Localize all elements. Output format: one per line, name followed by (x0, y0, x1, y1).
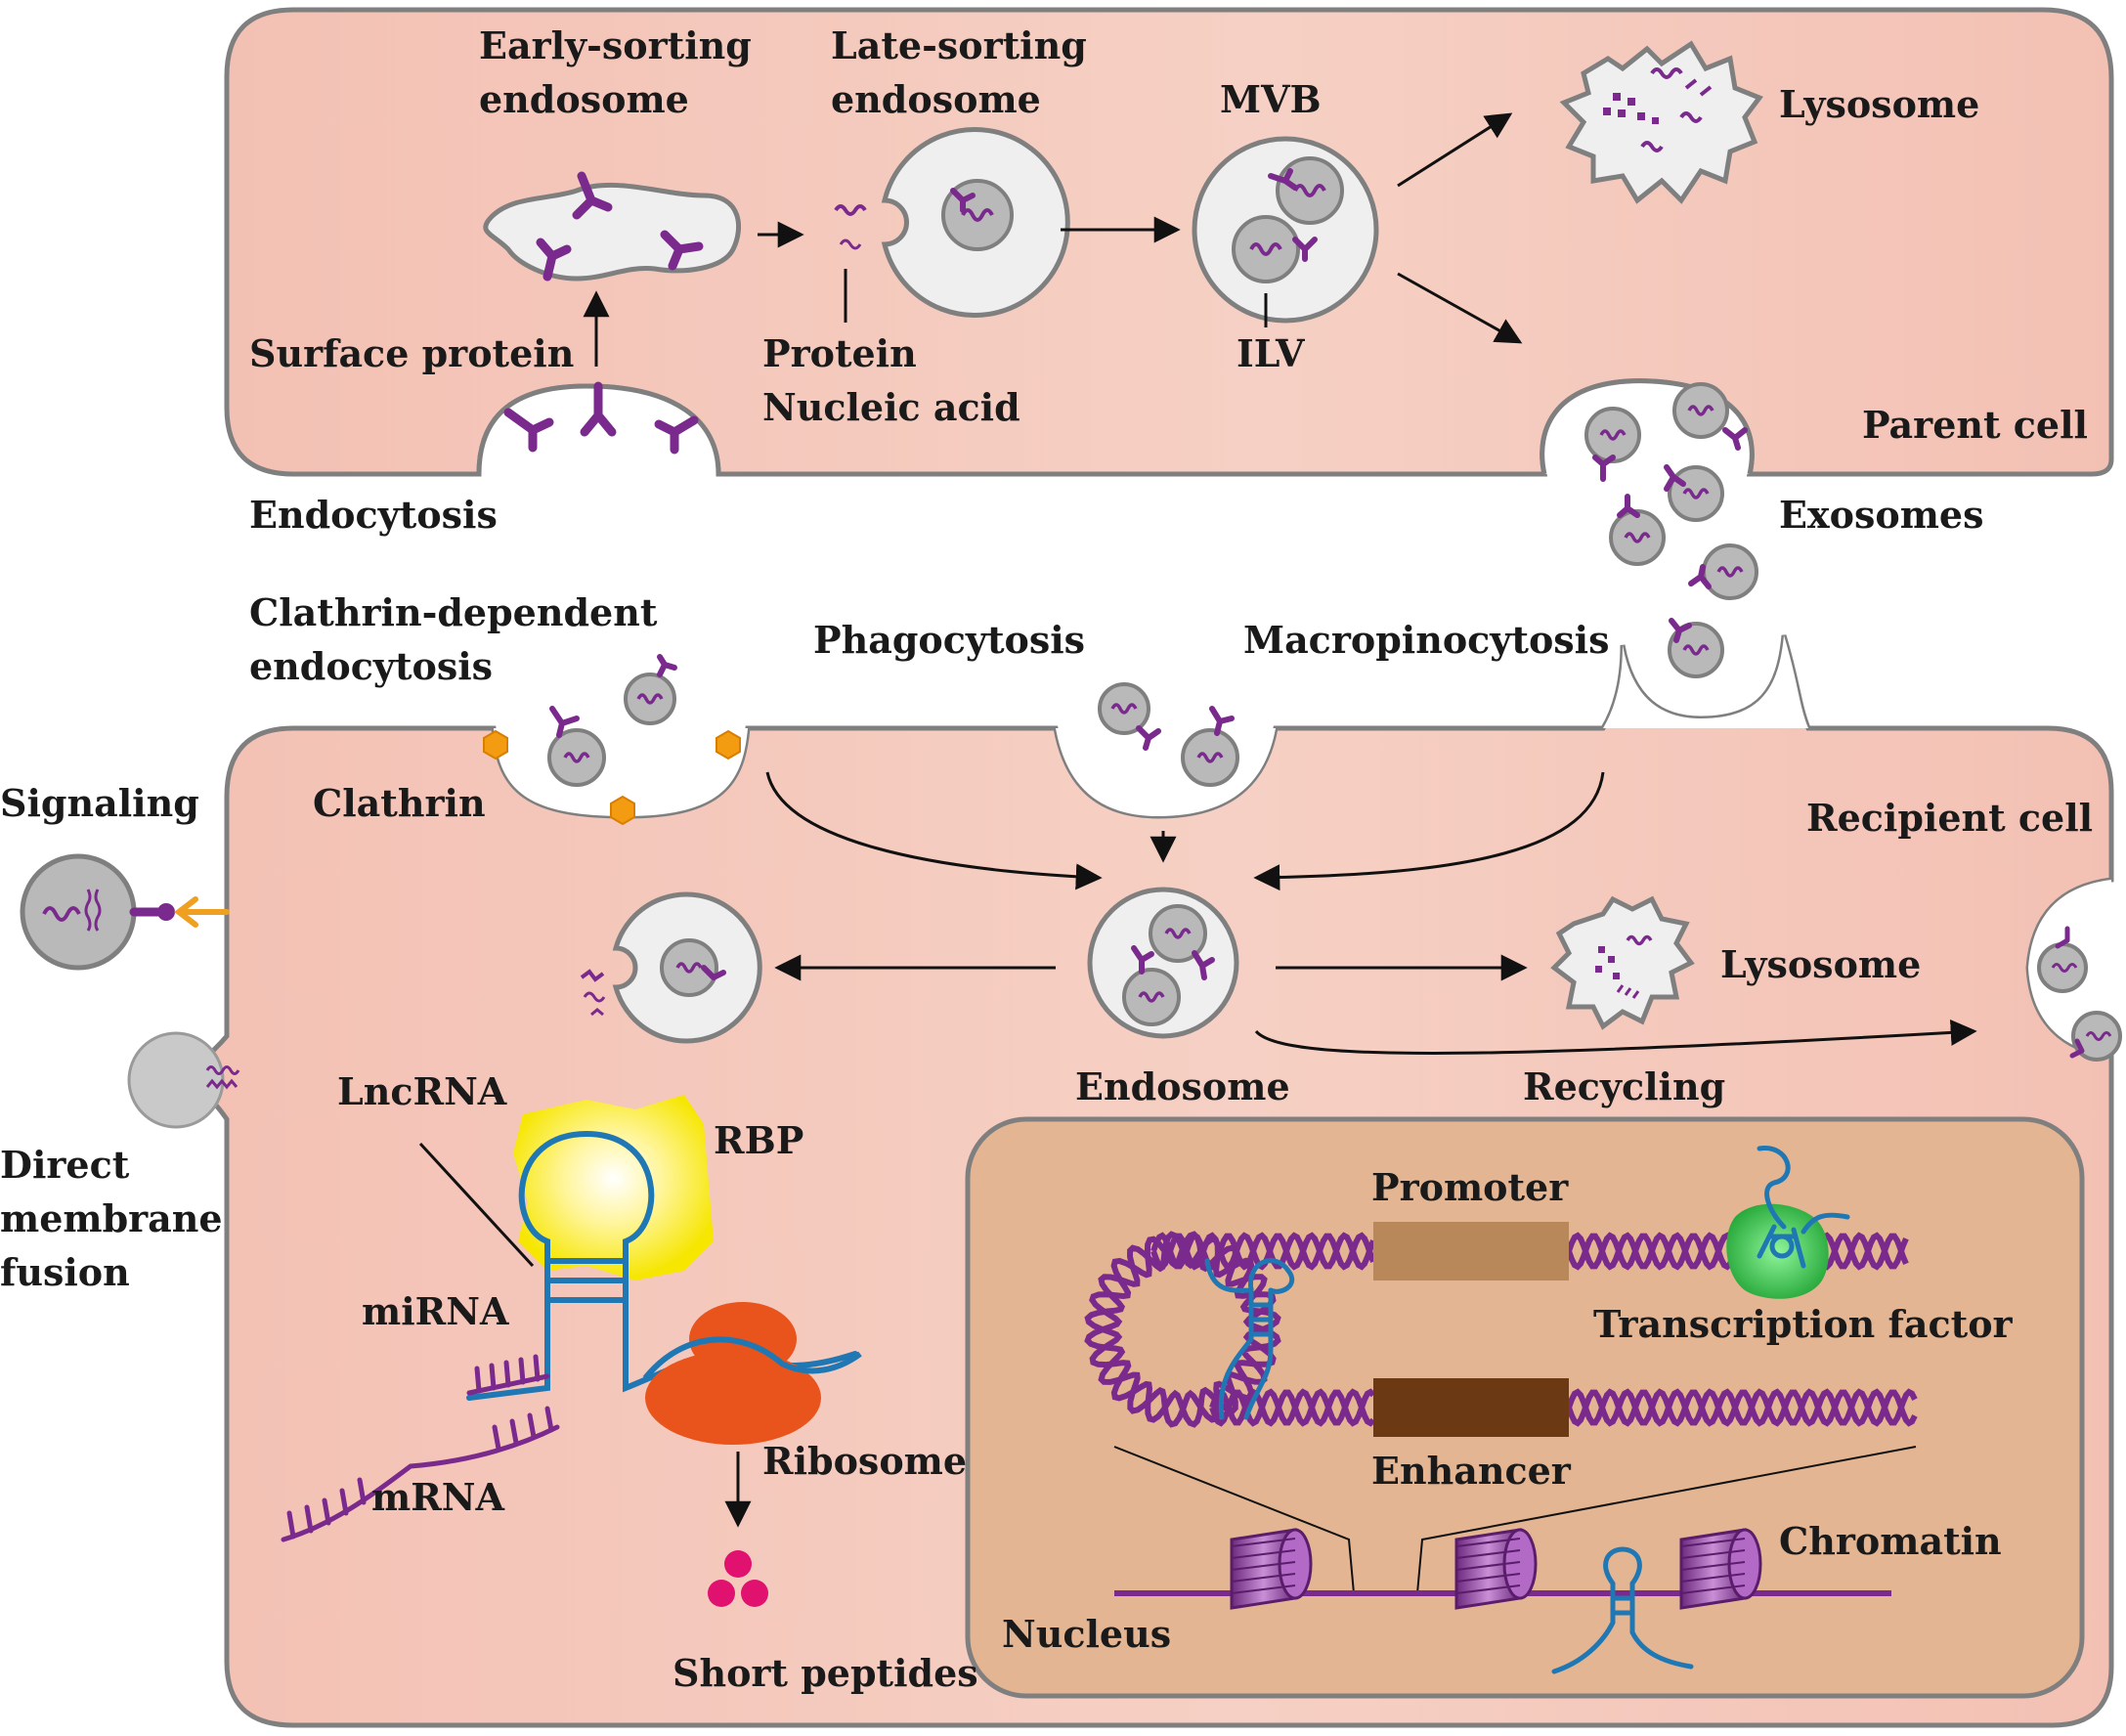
label-protein: Protein (762, 331, 917, 375)
endocytosis-pit (479, 386, 718, 474)
label-lysosome-bottom: Lysosome (1720, 942, 1921, 986)
label-promoter: Promoter (1371, 1165, 1569, 1209)
label-clathrin-dependent-2: endocytosis (249, 644, 493, 688)
nucleosome-icon (1230, 1528, 1762, 1610)
label-lncrna: LncRNA (337, 1069, 507, 1113)
label-late-sorting-2: endosome (831, 77, 1041, 121)
mirna-icon (466, 1354, 550, 1396)
label-clathrin: Clathrin (313, 781, 486, 825)
label-rbp: RBP (714, 1118, 803, 1162)
lysosome-bottom (1550, 895, 1695, 1030)
dna-loop (1084, 1231, 1918, 1428)
clathrin-hexagon-icon (483, 729, 741, 826)
label-ilv: ILV (1237, 331, 1306, 375)
fusing-exosome (127, 1031, 225, 1129)
label-endosome: Endosome (1075, 1064, 1290, 1108)
enhancer-block (1373, 1378, 1569, 1437)
label-lysosome-top: Lysosome (1779, 82, 1979, 126)
rbp-blob (513, 1095, 714, 1280)
surface-protein-icon (503, 381, 699, 455)
signal-arrow (174, 896, 230, 928)
label-signaling: Signaling (0, 781, 199, 825)
ribosome-large-subunit (645, 1351, 821, 1445)
label-early-sorting-2: endosome (479, 77, 689, 121)
label-phagocytosis: Phagocytosis (813, 618, 1085, 662)
surface-protein-icon (536, 171, 704, 282)
label-enhancer: Enhancer (1371, 1449, 1572, 1493)
label-chromatin: Chromatin (1779, 1519, 2002, 1563)
label-exosomes: Exosomes (1779, 493, 1983, 537)
early-sorting-endosome (483, 182, 741, 282)
nucleic-acid-squiggle-icon (834, 204, 867, 216)
label-nucleic-acid: Nucleic acid (762, 385, 1020, 429)
label-mirna: miRNA (362, 1289, 509, 1333)
mrna-icon (281, 1406, 560, 1542)
label-mvb: MVB (1220, 77, 1322, 121)
label-macropinocytosis: Macropinocytosis (1243, 618, 1610, 662)
exosome-group (1584, 382, 1758, 678)
label-clathrin-dependent: Clathrin-dependent (249, 590, 658, 634)
label-early-sorting: Early-sorting (479, 23, 752, 67)
label-fusion: fusion (0, 1250, 130, 1294)
label-late-sorting: Late-sorting (831, 23, 1087, 67)
short-peptides-icon (708, 1550, 768, 1607)
label-mrna: mRNA (371, 1475, 505, 1519)
label-parent-cell: Parent cell (1862, 403, 2088, 447)
label-direct: Direct (0, 1143, 130, 1187)
label-surface-protein: Surface protein (249, 331, 574, 375)
label-membrane: membrane (0, 1196, 223, 1240)
label-recycling: Recycling (1523, 1064, 1725, 1108)
promoter-block (1373, 1222, 1569, 1280)
label-transcription-factor: Transcription factor (1593, 1302, 2014, 1346)
label-short-peptides: Short peptides (673, 1651, 978, 1695)
label-nucleus: Nucleus (1002, 1612, 1171, 1656)
label-endocytosis: Endocytosis (249, 493, 498, 537)
label-ribosome: Ribosome (762, 1439, 967, 1483)
lysosome-top (1559, 40, 1763, 204)
hairpin-rna-icon (1204, 1258, 1295, 1420)
transcription-factor-blob (1726, 1203, 1829, 1299)
label-recipient-cell: Recipient cell (1806, 796, 2093, 840)
